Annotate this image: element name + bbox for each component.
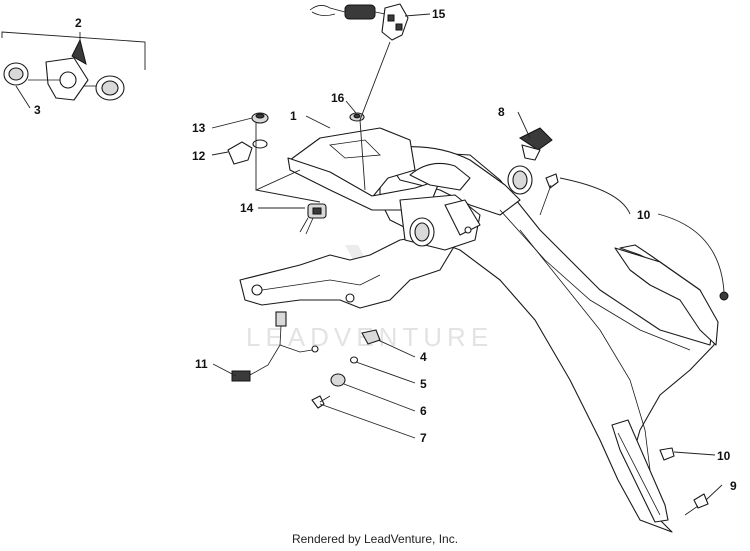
callout-16: 16	[331, 91, 345, 105]
lower-frame[interactable]	[239, 162, 533, 309]
socket-14[interactable]	[299, 203, 327, 235]
push-pin-10b[interactable]	[719, 291, 729, 301]
key-switch-harness[interactable]	[309, 3, 409, 41]
callout-10-upper: 10	[637, 208, 651, 222]
callout-9: 9	[730, 479, 737, 493]
washer-6[interactable]	[330, 373, 346, 387]
callout-1: 1	[290, 109, 297, 123]
boot-2[interactable]	[28, 38, 89, 101]
footer-credit: Rendered by LeadVenture, Inc.	[291, 532, 459, 546]
callout-5: 5	[420, 377, 427, 391]
callout-3: 3	[34, 103, 41, 117]
callout-2: 2	[75, 16, 82, 30]
clip-12[interactable]	[227, 139, 268, 165]
callout-14: 14	[240, 201, 254, 215]
washer-5[interactable]	[349, 356, 359, 364]
leader-lines	[1, 13, 725, 501]
callout-11: 11	[195, 357, 208, 371]
callout-6: 6	[420, 404, 427, 418]
wire-harness-11[interactable]	[231, 311, 319, 382]
push-pin-10c[interactable]	[659, 447, 675, 461]
rear-fender-assembly[interactable]	[379, 146, 719, 533]
callout-10-lower: 10	[717, 449, 731, 463]
callout-4: 4	[420, 350, 427, 364]
grommet-13[interactable]	[251, 112, 269, 124]
callouts: 2 3 15 16 1 13 12 14 8 10 10 9 11 4 5 6 …	[34, 7, 737, 493]
callout-13: 13	[192, 121, 206, 135]
push-pin-10a[interactable]	[539, 173, 559, 216]
cap-3[interactable]	[3, 62, 29, 86]
clip-4[interactable]	[361, 329, 381, 345]
switch-body-2[interactable]	[84, 75, 125, 101]
callout-7: 7	[420, 431, 427, 445]
callout-8: 8	[498, 105, 505, 119]
callout-12: 12	[192, 149, 206, 163]
screw-9[interactable]	[684, 493, 709, 516]
bolt-7[interactable]	[311, 395, 331, 409]
knob-8[interactable]	[519, 127, 553, 161]
callout-15: 15	[432, 7, 446, 21]
